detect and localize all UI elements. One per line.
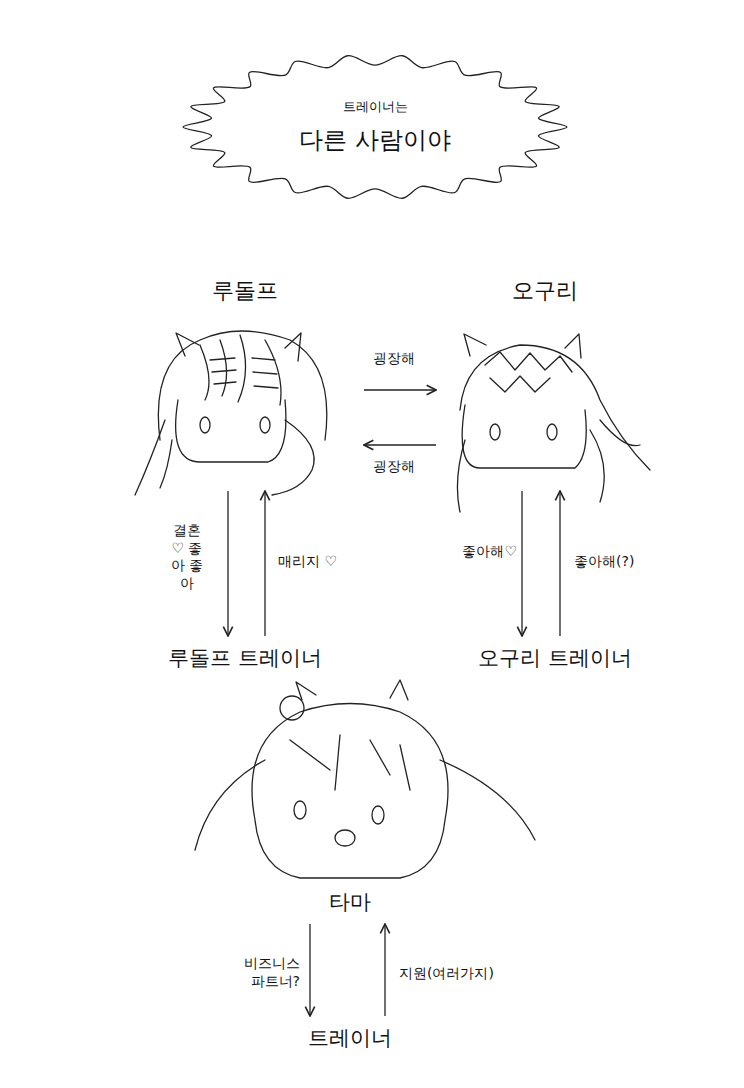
- edge-label: 굉장해: [352, 350, 436, 368]
- bubble-text: 다른 사람이야: [299, 124, 451, 156]
- edge-label: 좋아해♡: [437, 543, 519, 561]
- character-node: 타마: [205, 675, 495, 920]
- arrow-connector: [384, 924, 385, 1016]
- tama-head: [195, 680, 535, 878]
- character-node: 루돌프: [130, 272, 360, 487]
- node-label: 타마: [329, 888, 371, 916]
- bubble-text: 트레이너는: [343, 98, 408, 116]
- speech-bubble: 트레이너는다른 사람이야: [180, 52, 570, 202]
- node-label: 루돌프 트레이너: [168, 644, 322, 672]
- arrow-connector: [559, 491, 560, 636]
- arrow-connector: [364, 444, 436, 445]
- node-label: 트레이너: [308, 1024, 392, 1052]
- arrow-connector: [521, 491, 522, 636]
- edge-label: 좋아해(?): [572, 553, 676, 571]
- trainer-node: 오구리 트레이너: [472, 640, 638, 676]
- node-label: 오구리 트레이너: [478, 644, 632, 672]
- arrow-connector: [227, 491, 228, 636]
- node-label: 오구리: [512, 276, 578, 306]
- edge-label: 굉장해: [352, 458, 436, 476]
- arrow-connector: [264, 491, 265, 636]
- node-label: 루돌프: [212, 276, 278, 306]
- trainer-node: 루돌프 트레이너: [162, 640, 328, 676]
- arrow-connector: [364, 389, 436, 390]
- character-node: 오구리: [440, 272, 650, 487]
- bubble-edge: [183, 56, 567, 199]
- arrow-connector: [309, 924, 310, 1016]
- edge-label: 지원(여러가지): [397, 965, 551, 983]
- edge-label: 결혼 ♡ 좋아 좋아: [168, 522, 206, 592]
- oguri-head: [457, 334, 650, 512]
- edge-label: 비즈니스 파트너?: [226, 955, 302, 990]
- trainer-node: 트레이너: [302, 1020, 398, 1056]
- edge-label: 매리지 ♡: [276, 553, 360, 571]
- rudolf-head: [135, 331, 327, 495]
